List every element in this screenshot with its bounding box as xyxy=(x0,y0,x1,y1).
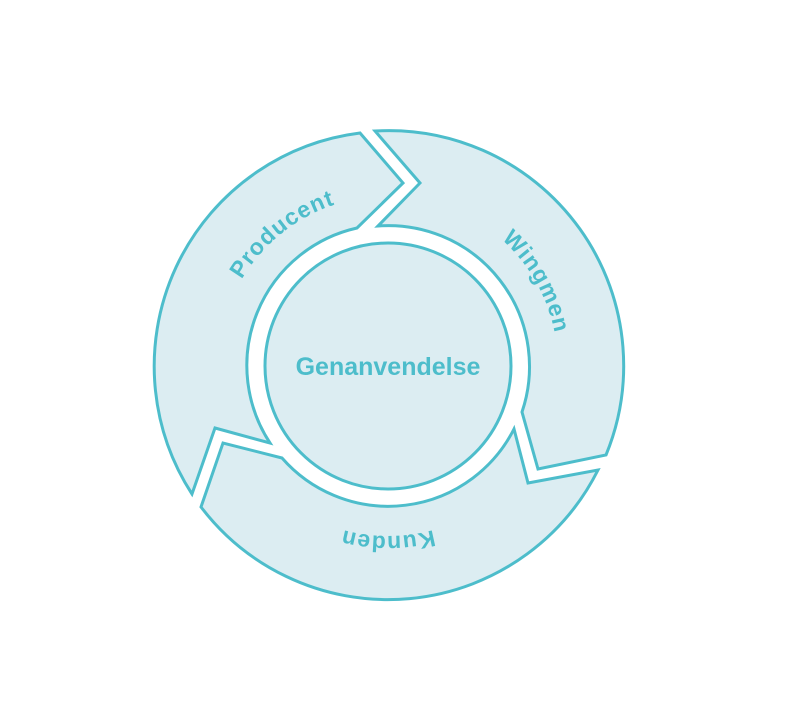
center-label: Genanvendelse xyxy=(296,353,481,381)
segment-wingmen xyxy=(371,129,626,471)
segment-producent xyxy=(152,131,406,498)
segment-kunden xyxy=(199,424,601,602)
center-circle xyxy=(263,241,513,491)
